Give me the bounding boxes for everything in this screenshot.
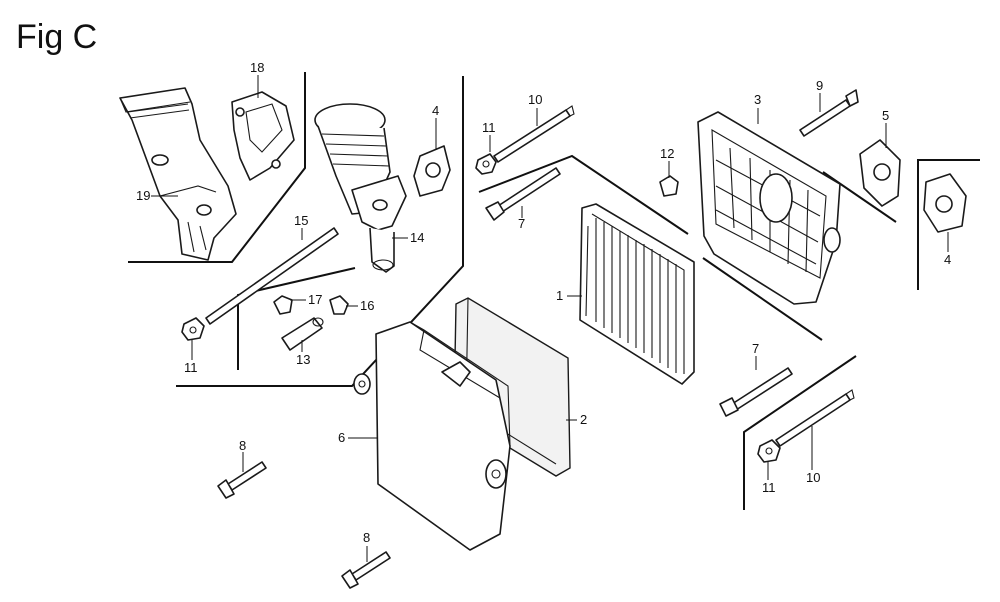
part-nut-11b bbox=[475, 153, 497, 175]
part-gasket-4b bbox=[923, 173, 967, 233]
part-intake-tube bbox=[314, 103, 407, 273]
part-long-stud bbox=[205, 227, 339, 325]
callout-16: 16 bbox=[360, 298, 374, 313]
part-gasket-5 bbox=[859, 139, 901, 207]
callout-17: 17 bbox=[308, 292, 322, 307]
part-bolt-8a bbox=[217, 461, 267, 499]
part-nut-16 bbox=[329, 295, 349, 315]
part-bolt-8b bbox=[341, 551, 391, 589]
callout-8-left: 8 bbox=[239, 438, 246, 453]
part-bolt-7a bbox=[485, 167, 561, 221]
leader-lines bbox=[151, 75, 949, 562]
callout-18: 18 bbox=[250, 60, 264, 75]
callout-10-top: 10 bbox=[528, 92, 542, 107]
part-bolt-9 bbox=[799, 89, 859, 137]
part-air-cleaner-case bbox=[697, 111, 841, 305]
callout-7-top: 7 bbox=[518, 216, 525, 231]
callout-19: 19 bbox=[136, 188, 150, 203]
callout-5: 5 bbox=[882, 108, 889, 123]
callout-4-left: 4 bbox=[432, 103, 439, 118]
part-bolt-10a bbox=[493, 105, 575, 163]
part-nut-11c bbox=[757, 439, 781, 463]
part-spacer-tube bbox=[281, 317, 324, 351]
callout-labels: 19 18 4 14 15 10 11 7 12 3 9 5 4 1 2 6 7… bbox=[136, 60, 951, 545]
part-bushing-17 bbox=[273, 295, 293, 315]
callout-4-right: 4 bbox=[944, 252, 951, 267]
figure-title: Fig C bbox=[16, 18, 98, 56]
part-gasket-4a bbox=[413, 145, 451, 197]
part-air-cleaner-cover bbox=[353, 321, 511, 551]
callout-11-left: 11 bbox=[184, 360, 198, 375]
callout-11-bottom: 11 bbox=[762, 480, 776, 495]
part-gasket-18 bbox=[231, 91, 295, 181]
callout-9: 9 bbox=[816, 78, 823, 93]
callout-1: 1 bbox=[556, 288, 563, 303]
callout-15: 15 bbox=[294, 213, 308, 228]
callout-2: 2 bbox=[580, 412, 587, 427]
callout-3: 3 bbox=[754, 92, 761, 107]
callout-10-bottom: 10 bbox=[806, 470, 820, 485]
callout-12: 12 bbox=[660, 146, 674, 161]
part-intake-elbow bbox=[119, 87, 237, 261]
part-bolt-10b bbox=[775, 389, 855, 447]
callout-11-top: 11 bbox=[482, 120, 496, 135]
callout-6: 6 bbox=[338, 430, 345, 445]
callout-13: 13 bbox=[296, 352, 310, 367]
part-nut-12 bbox=[659, 175, 679, 197]
callout-14: 14 bbox=[410, 230, 424, 245]
callout-8-bottom: 8 bbox=[363, 530, 370, 545]
part-bolt-7b bbox=[719, 367, 793, 417]
callout-7-bottom: 7 bbox=[752, 341, 759, 356]
part-nut-11a bbox=[181, 317, 205, 341]
part-air-filter-element bbox=[579, 203, 695, 385]
